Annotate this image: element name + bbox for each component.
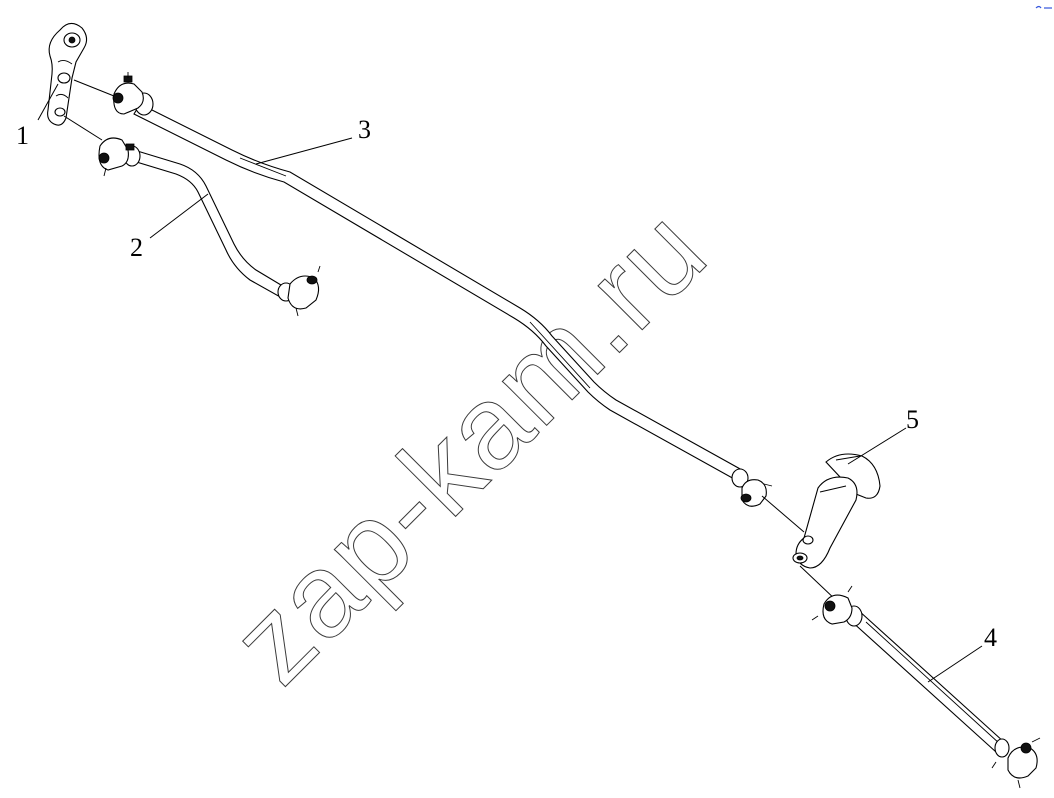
tie-rod (811, 585, 1041, 789)
callout-3: 3 (358, 115, 371, 144)
bent-tie-rod (98, 137, 321, 317)
callout-4-leader (927, 645, 983, 683)
callout-1: 1 (16, 121, 29, 150)
bent-rod-left-ball-joint (98, 137, 141, 177)
bent-rod-right-ball-joint (277, 265, 321, 317)
callout-2-leader (149, 193, 209, 239)
leader-line-to-bent-rod-joint (63, 115, 103, 141)
tie-rod-upper-ball-joint (811, 585, 863, 627)
callout-2: 2 (130, 233, 143, 262)
tie-rod-lower-ball-joint (991, 737, 1041, 789)
watermark-text: zap-kam.ru (207, 184, 732, 709)
callout-1-leader (37, 83, 59, 121)
drag-link-rod (112, 72, 773, 507)
callout-5-leader (847, 427, 907, 465)
callout-4: 4 (984, 623, 997, 652)
steering-arm (792, 453, 881, 569)
pitman-arm (47, 22, 88, 126)
leader-line-arm-to-drag-link (761, 495, 805, 533)
callout-3-leader (255, 137, 353, 165)
callout-5: 5 (906, 405, 919, 434)
drag-link-left-ball-joint (112, 72, 154, 116)
drag-link-right-ball-joint (731, 468, 773, 507)
leader-line-to-pitman-ball (73, 79, 115, 97)
corner-mark-icon (1035, 5, 1052, 9)
